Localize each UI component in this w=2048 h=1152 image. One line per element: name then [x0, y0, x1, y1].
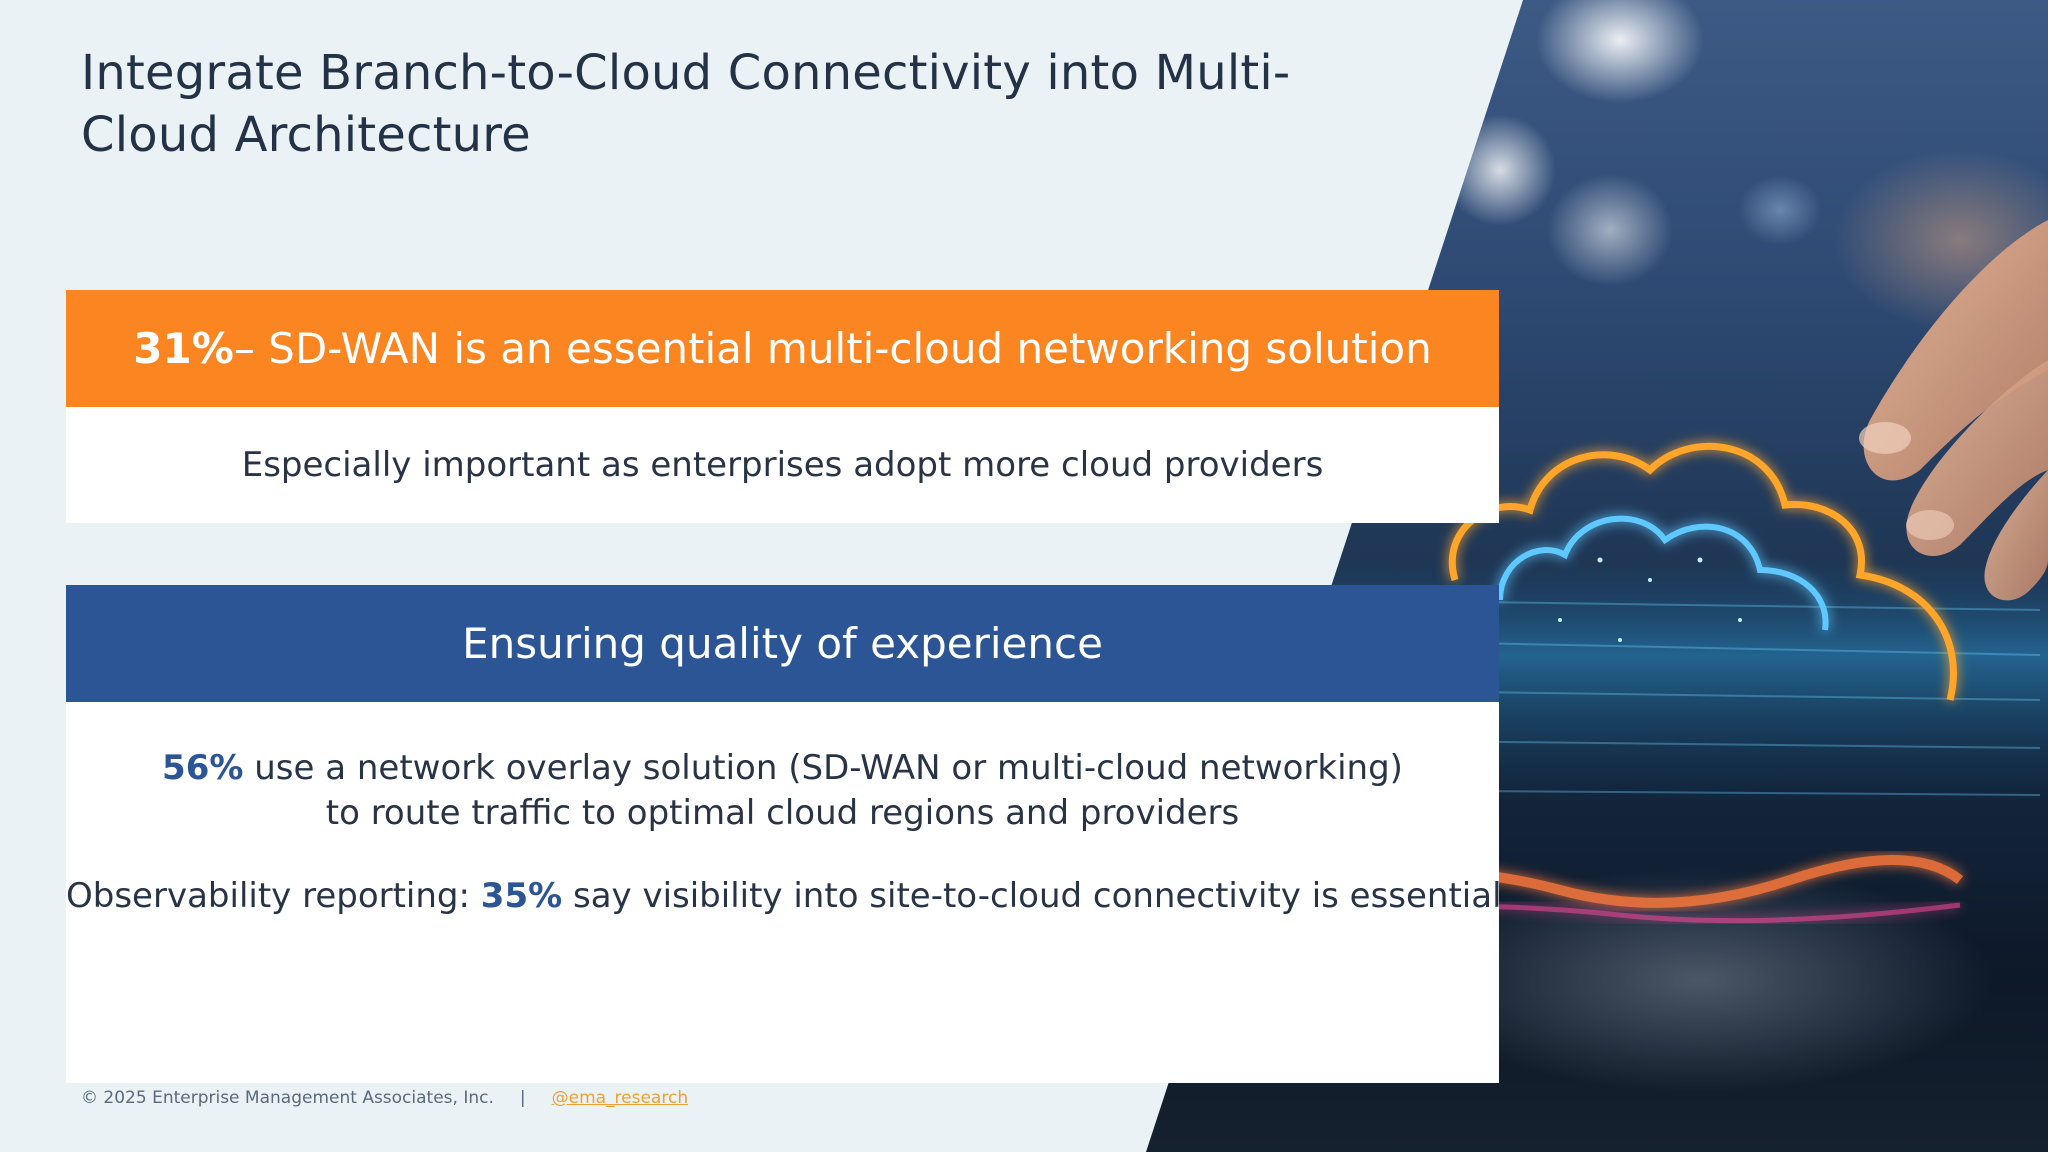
quality-of-experience-body: 56% use a network overlay solution (SD-W… — [66, 702, 1502, 1083]
sdwan-stat-card: 31% – SD-WAN is an essential multi-cloud… — [66, 290, 1499, 523]
overlay-stat-line: 56% use a network overlay solution (SD-W… — [66, 746, 1499, 791]
observability-stat-value: 35% — [480, 876, 563, 916]
quality-of-experience-header: Ensuring quality of experience — [66, 585, 1499, 702]
footer-separator: | — [519, 1088, 526, 1108]
overlay-stat-text-2: to route traffic to optimal cloud region… — [325, 793, 1240, 833]
copyright-text: © 2025 Enterprise Management Associates,… — [81, 1088, 494, 1108]
sdwan-stat-body: Especially important as enterprises adop… — [66, 407, 1499, 523]
quality-of-experience-card: Ensuring quality of experience 56% use a… — [66, 585, 1502, 1083]
overlay-stat-line-2: to route traffic to optimal cloud region… — [66, 791, 1499, 836]
observability-stat-line: Observability reporting: 35% say visibil… — [66, 874, 1502, 919]
overlay-stat-text: use a network overlay solution (SD-WAN o… — [243, 748, 1403, 788]
slide-title: Integrate Branch-to-Cloud Connectivity i… — [81, 45, 1291, 163]
sdwan-stat-header: 31% – SD-WAN is an essential multi-cloud… — [66, 290, 1499, 407]
observability-stat-text: say visibility into site-to-cloud connec… — [562, 876, 1502, 916]
observability-label: Observability reporting: — [66, 876, 481, 916]
quality-of-experience-headline: Ensuring quality of experience — [462, 619, 1103, 668]
twitter-handle-link[interactable]: @ema_research — [551, 1088, 689, 1108]
sdwan-stat-headline: – SD-WAN is an essential multi-cloud net… — [233, 324, 1432, 373]
slide-footer: © 2025 Enterprise Management Associates,… — [81, 1088, 688, 1108]
sdwan-stat-value: 31% — [133, 324, 234, 373]
sdwan-stat-description: Especially important as enterprises adop… — [241, 445, 1324, 485]
overlay-stat-value: 56% — [162, 748, 244, 788]
